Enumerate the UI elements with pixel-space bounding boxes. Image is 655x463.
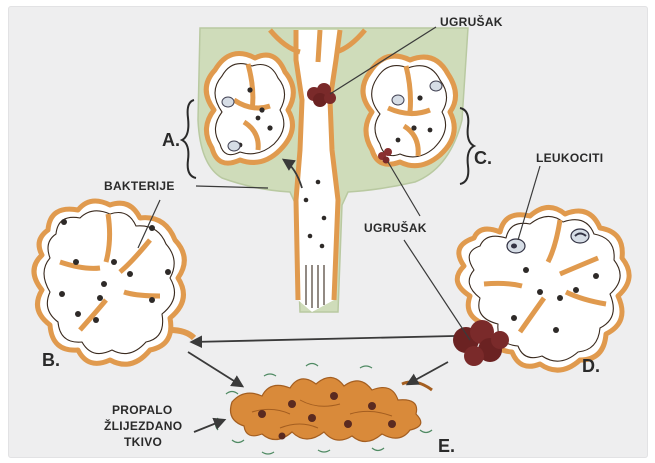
stage-label-b: B. (42, 350, 60, 370)
acinus-group-a (206, 54, 293, 164)
stage-label-e: E. (438, 436, 455, 456)
label-bacteria: BAKTERIJE (104, 179, 175, 193)
arrow-d-to-b (192, 336, 454, 342)
arrow-label-to-e (194, 420, 224, 432)
label-clot-mid: UGRUŠAK (364, 220, 427, 235)
arrow-b-to-e (188, 352, 242, 386)
gland-d (453, 207, 629, 370)
label-necrotic-line1: PROPALO (112, 403, 173, 417)
lobule-section (182, 28, 474, 312)
gland-b-outlet (170, 330, 194, 338)
label-necrotic-line2: ŽLIJEZDANO (104, 418, 182, 433)
stage-label-c: C. (474, 148, 492, 168)
stage-label-d: D. (582, 356, 600, 376)
arrow-d-to-e (408, 362, 448, 384)
label-necrotic-line3: TKIVO (124, 435, 162, 449)
stage-label-a: A. (162, 130, 180, 150)
gland-b (34, 201, 194, 364)
label-clot-top: UGRUŠAK (440, 14, 503, 29)
necrotic-tissue-e (216, 364, 433, 455)
bracket-a (182, 100, 196, 178)
label-leukocytes: LEUKOCITI (536, 151, 603, 165)
acinus-group-c (363, 56, 456, 166)
